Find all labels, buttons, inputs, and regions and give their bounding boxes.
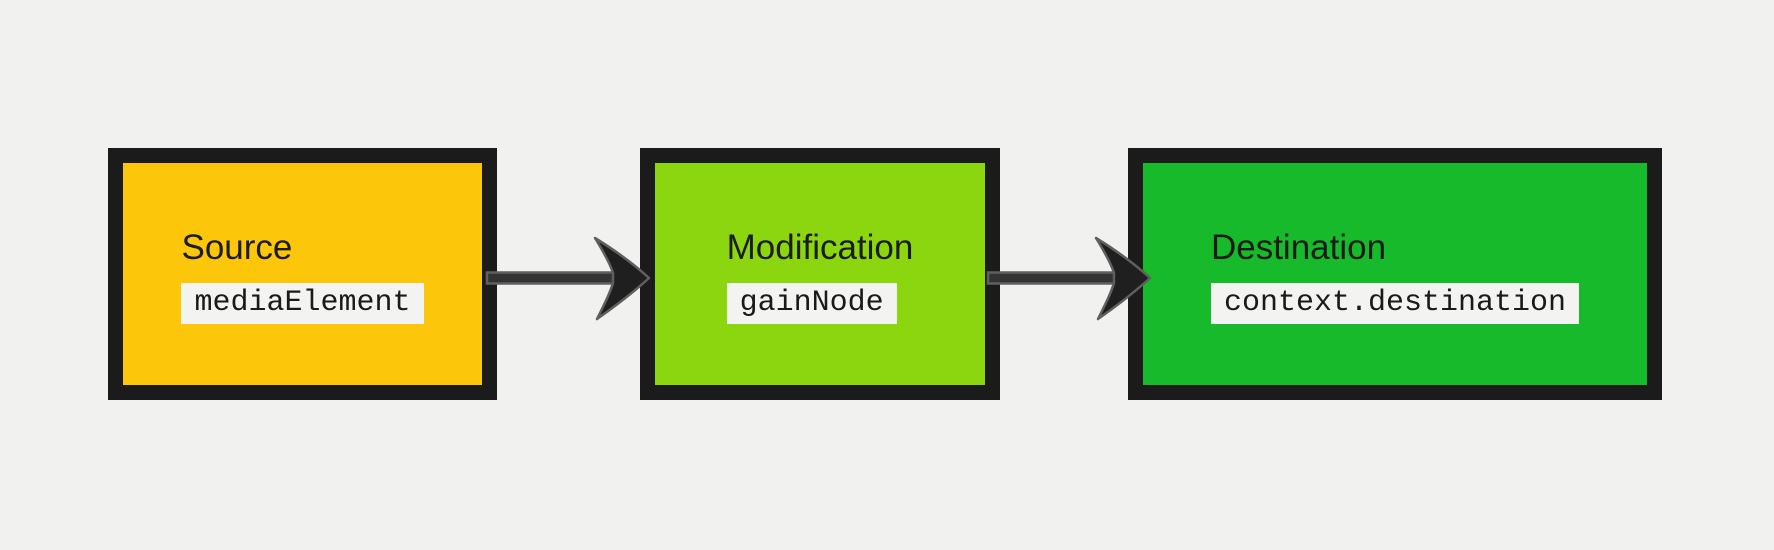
node-source-content: Source mediaElement xyxy=(181,227,424,325)
node-destination: Destination context.destination xyxy=(1128,148,1662,400)
arrow-modification-to-destination-icon xyxy=(986,236,1152,321)
node-modification: Modification gainNode xyxy=(640,148,1000,400)
node-modification-label: Modification xyxy=(726,227,914,267)
node-destination-code: context.destination xyxy=(1210,283,1580,325)
node-source-code: mediaElement xyxy=(181,283,424,325)
node-destination-content: Destination context.destination xyxy=(1210,227,1580,325)
arrow-source-to-modification-icon xyxy=(485,236,651,321)
node-modification-content: Modification gainNode xyxy=(726,227,914,325)
node-modification-code: gainNode xyxy=(726,283,897,325)
node-destination-label: Destination xyxy=(1210,227,1387,267)
node-source: Source mediaElement xyxy=(108,148,497,400)
node-source-label: Source xyxy=(181,227,293,267)
